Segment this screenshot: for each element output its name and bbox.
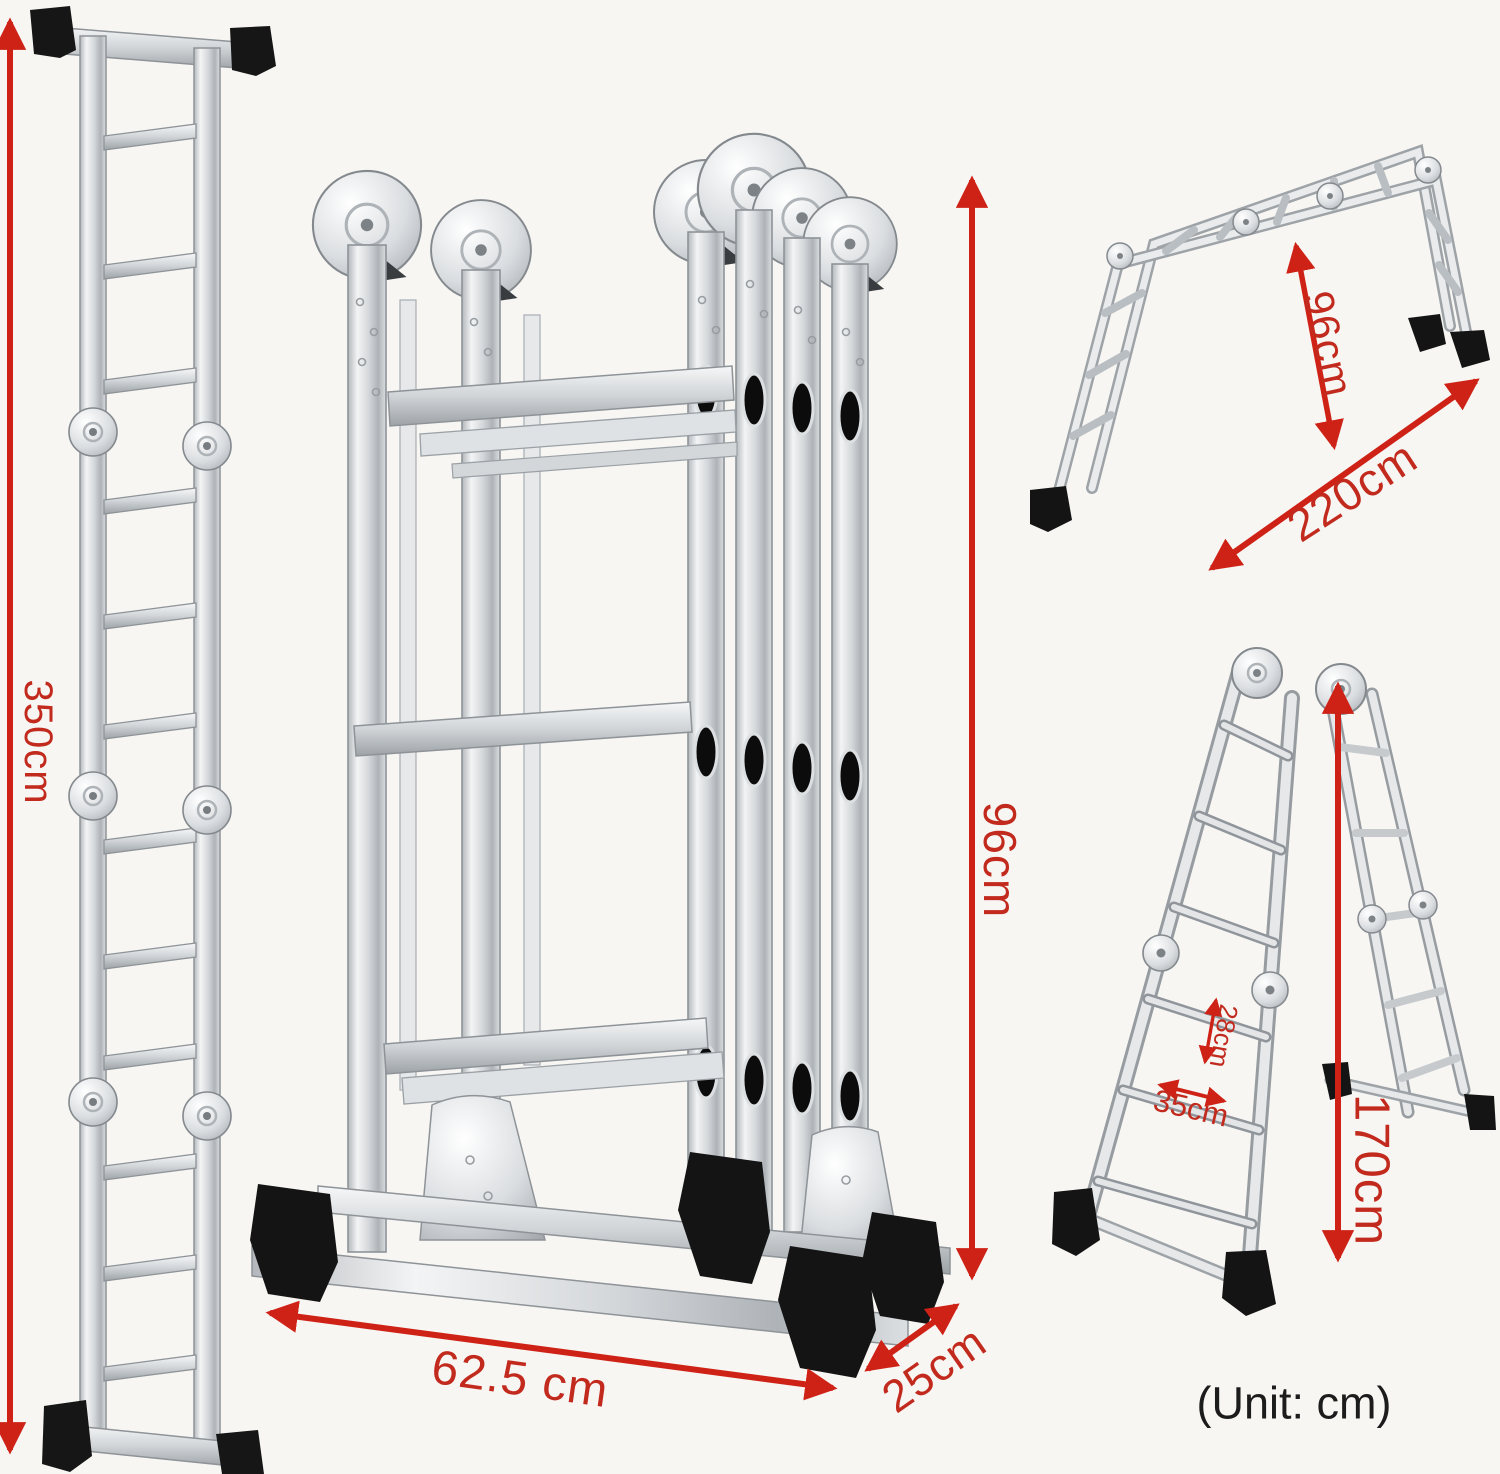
- rubber-feet: [1052, 1188, 1276, 1316]
- dim-label-extended-height: 350cm: [16, 679, 60, 805]
- figure-aframe-ladder: [1052, 647, 1496, 1316]
- rivet-holes: [355, 279, 865, 397]
- dim-arrow-aframe-rung-width: [1157, 1079, 1227, 1107]
- dim-arrow-scaffold-span: [1208, 378, 1480, 571]
- figure-extended-ladder: [30, 6, 276, 1474]
- scaffold-rungs: [1069, 162, 1462, 440]
- dimension-arrows: [0, 17, 1480, 1455]
- dim-arrow-folded-depth: [864, 1303, 960, 1372]
- dim-label-folded-height: 96cm: [974, 801, 1026, 919]
- rear-rungs: [1336, 743, 1461, 1082]
- rubber-feet: [1030, 314, 1490, 532]
- figure-scaffold-ladder: [1030, 144, 1490, 532]
- scaffold-hinges: [1106, 156, 1442, 270]
- dim-label-aframe-height: 170cm: [1344, 1093, 1399, 1247]
- figure-folded-ladder: [250, 132, 951, 1378]
- ladder-foot: [216, 1430, 264, 1474]
- unit-note: (Unit: cm): [1196, 1377, 1392, 1429]
- dim-arrow-folded-width: [265, 1300, 838, 1401]
- dim-arrow-aframe-rung-spacing: [1198, 997, 1223, 1065]
- ladder-end-cap: [230, 26, 276, 76]
- ladder-foot: [42, 1400, 92, 1472]
- lock-slots: [693, 364, 863, 1124]
- ladder-end-cap: [30, 6, 76, 58]
